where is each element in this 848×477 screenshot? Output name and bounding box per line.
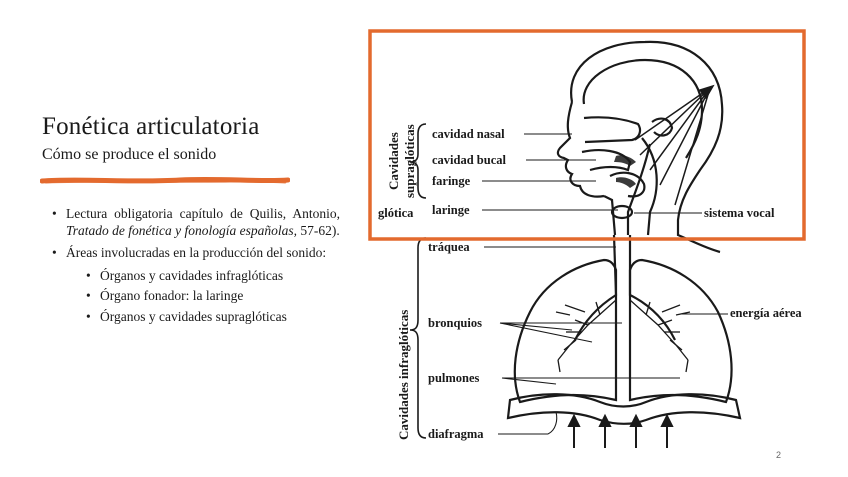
label-cavidad-nasal: cavidad nasal xyxy=(432,127,505,141)
label-sistema-vocal: sistema vocal xyxy=(704,206,775,220)
bullet-list: Lectura obligatoria capítulo de Quilis, … xyxy=(52,206,340,329)
trachea xyxy=(574,204,676,341)
respiratory-diagram: Cavidades supraglóticas Cavidades infrag… xyxy=(368,29,806,448)
bullet-reading: Lectura obligatoria capítulo de Quilis, … xyxy=(52,206,340,239)
bullet-areas: Áreas involucradas en la producción del … xyxy=(52,245,340,262)
head-outline xyxy=(556,40,724,254)
sub-bullet-infragloticas: Órganos y cavidades infraglóticas xyxy=(86,268,340,285)
label-cavidades-infra: Cavidades infraglóticas xyxy=(396,310,411,440)
sub-bullet-laringe: Órgano fonador: la laringe xyxy=(86,288,340,305)
label-bronquios: bronquios xyxy=(428,316,482,330)
up-arrows xyxy=(567,413,674,448)
air-arrows xyxy=(634,84,715,206)
label-laringe: laringe xyxy=(432,203,470,217)
label-diafragma: diafragma xyxy=(428,427,484,441)
slide-subtitle: Cómo se produce el sonido xyxy=(42,146,217,163)
bullet-areas-text: Áreas involucradas en la producción del … xyxy=(66,245,327,260)
sub-bullet-supragloticas: Órganos y cavidades supraglóticas xyxy=(86,309,340,326)
label-cavidades-supra-2: supraglóticas xyxy=(402,124,417,198)
label-glotica: glótica xyxy=(378,206,414,220)
cavity-shading xyxy=(614,155,636,188)
highlight-box-supraglottic xyxy=(368,29,806,241)
label-pulmones: pulmones xyxy=(428,371,480,385)
slide-title: Fonética articulatoria xyxy=(42,113,260,140)
braces xyxy=(409,123,427,439)
label-cavidades-supra-1: Cavidades xyxy=(386,132,401,190)
book-title: Tratado de fonética y fonología española… xyxy=(66,222,297,238)
bullet-reading-pages: 57-62). xyxy=(297,222,340,238)
label-traquea: tráquea xyxy=(428,240,470,254)
label-cavidad-bucal: cavidad bucal xyxy=(432,153,507,167)
brush-underline xyxy=(40,176,290,184)
label-energia-aerea: energía aérea xyxy=(730,306,802,320)
label-faringe: faringe xyxy=(432,174,471,188)
leader-lines xyxy=(482,133,728,435)
bullet-reading-text: Lectura obligatoria capítulo de Quilis, … xyxy=(66,206,340,221)
lungs xyxy=(513,258,733,404)
diaphragm xyxy=(506,393,742,425)
page-number: 2 xyxy=(776,450,782,460)
